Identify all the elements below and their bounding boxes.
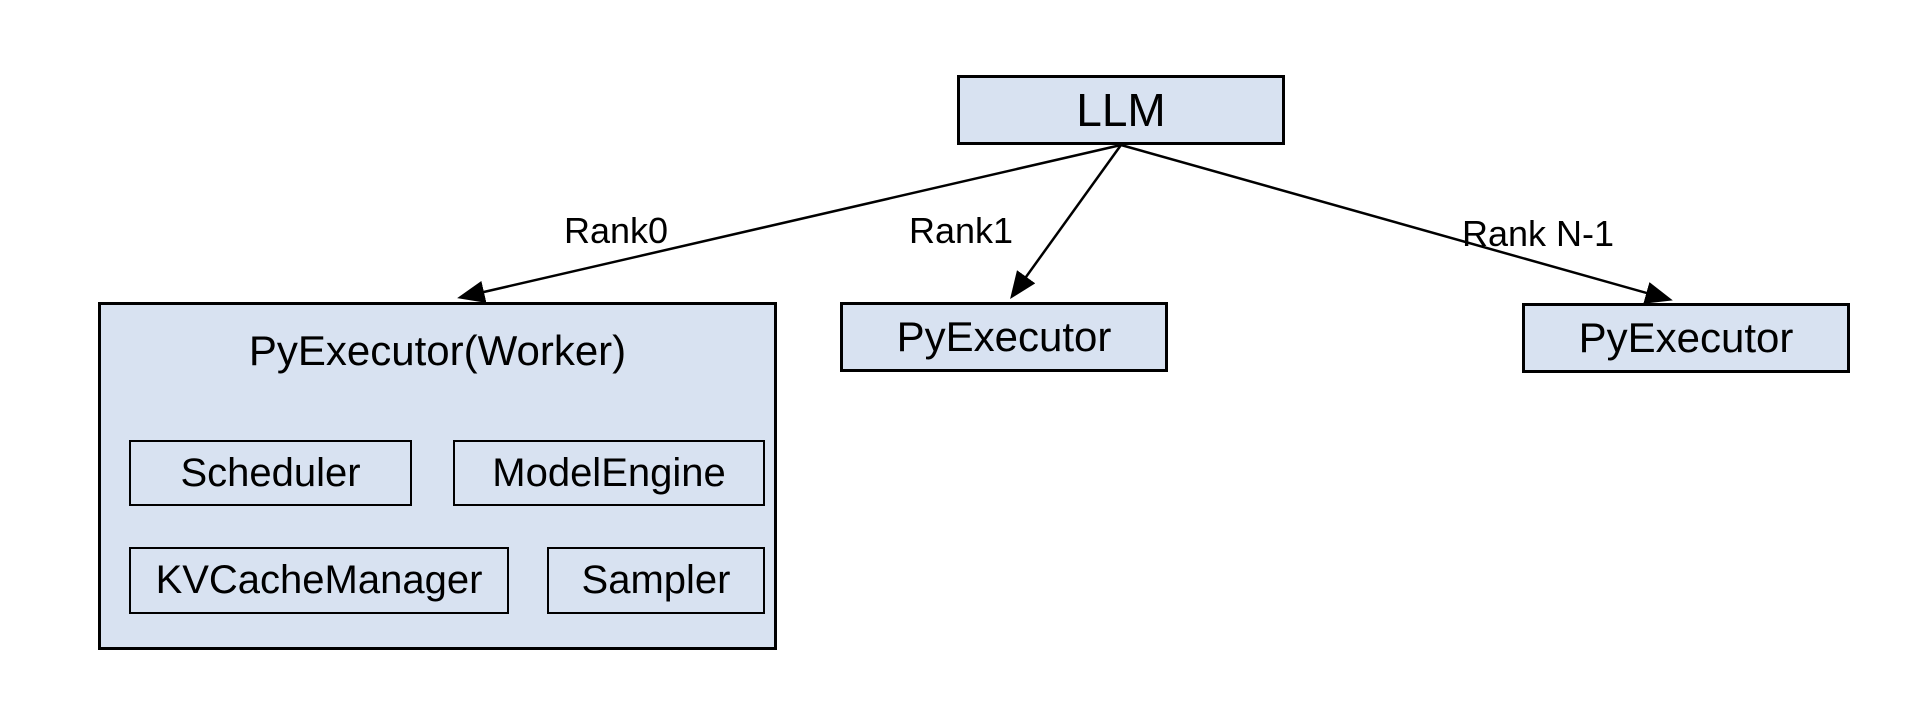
pyexecutor-rank-n-1-node: PyExecutor [1522,303,1850,373]
pyexecutor-worker-label: PyExecutor(Worker) [248,327,627,374]
llm-label: LLM [1076,84,1166,136]
pyexecutor-rank1-node: PyExecutor [840,302,1168,372]
edge-label-rank0: Rank0 [563,210,669,251]
scheduler-node: Scheduler [129,440,412,506]
edge-label-rank-n-1: Rank N-1 [1461,213,1615,254]
kvcachemanager-label: KVCacheManager [155,558,483,602]
llm-node: LLM [957,75,1285,145]
sampler-label: Sampler [581,558,731,602]
edge-label-rank1: Rank1 [908,210,1014,251]
scheduler-label: Scheduler [180,450,361,495]
modelengine-label: ModelEngine [492,450,726,495]
pyexecutor-rank1-label: PyExecutor [896,313,1112,360]
modelengine-node: ModelEngine [453,440,765,506]
sampler-node: Sampler [547,547,765,614]
pyexecutor-worker-node: PyExecutor(Worker) Scheduler ModelEngine… [98,302,777,650]
pyexecutor-rank-n-1-label: PyExecutor [1578,314,1794,361]
kvcachemanager-node: KVCacheManager [129,547,509,614]
